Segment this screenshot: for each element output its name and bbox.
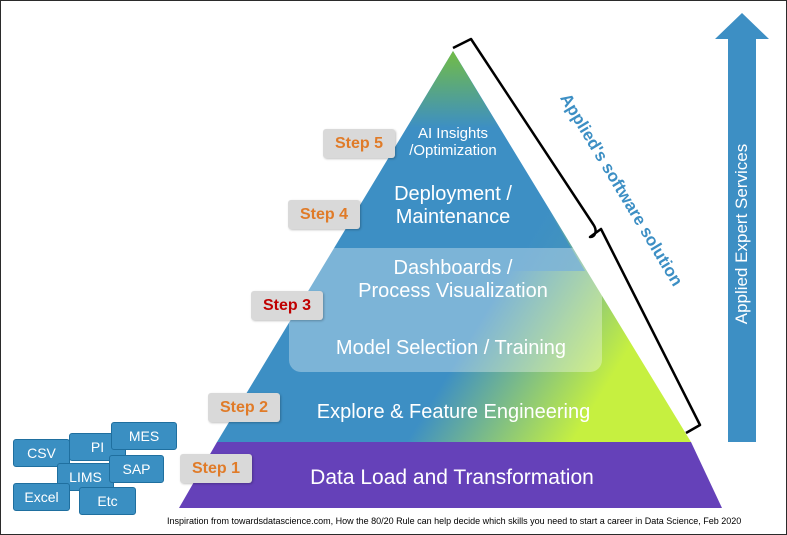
level3-dashboards-label: Dashboards / Process Visualization (317, 257, 589, 303)
level5-label: AI Insights /Optimization (383, 125, 523, 160)
pyramid-base-layer (179, 442, 722, 508)
step4-badge: Step 4 (288, 200, 360, 229)
level3-line2: Process Visualization (358, 280, 548, 302)
source-lims: LIMS (57, 463, 114, 491)
arrow-label: Applied Expert Services (732, 143, 751, 325)
source-csv: CSV (13, 439, 70, 467)
level2-label: Explore & Feature Engineering (316, 401, 591, 423)
pyramid-apex (321, 51, 585, 271)
level1-label: Data Load and Transformation (310, 466, 594, 489)
level3-model-label: Model Selection / Training (335, 337, 567, 359)
source-excel: Excel (13, 483, 70, 511)
level5-line2: /Optimization (409, 142, 497, 160)
source-mes: MES (111, 422, 177, 450)
expert-services-arrow (715, 13, 769, 442)
step1-badge: Step 1 (180, 454, 252, 483)
step5-badge: Step 5 (323, 129, 395, 158)
level4-line2: Maintenance (395, 206, 511, 228)
step3-badge: Step 3 (251, 291, 323, 320)
level4-label: Deployment / Maintenance (353, 183, 553, 229)
step3-highlight-box (289, 248, 602, 372)
level4-line1: Deployment / (394, 183, 512, 205)
source-etc: Etc (79, 487, 136, 515)
step2-badge: Step 2 (208, 393, 280, 422)
source-sap: SAP (109, 455, 164, 483)
level5-line1: AI Insights (417, 125, 489, 142)
level3-line1: Dashboards / (393, 257, 513, 279)
credit-footnote: Inspiration from towardsdatascience.com,… (167, 516, 742, 526)
software-solution-bracket (452, 37, 702, 435)
